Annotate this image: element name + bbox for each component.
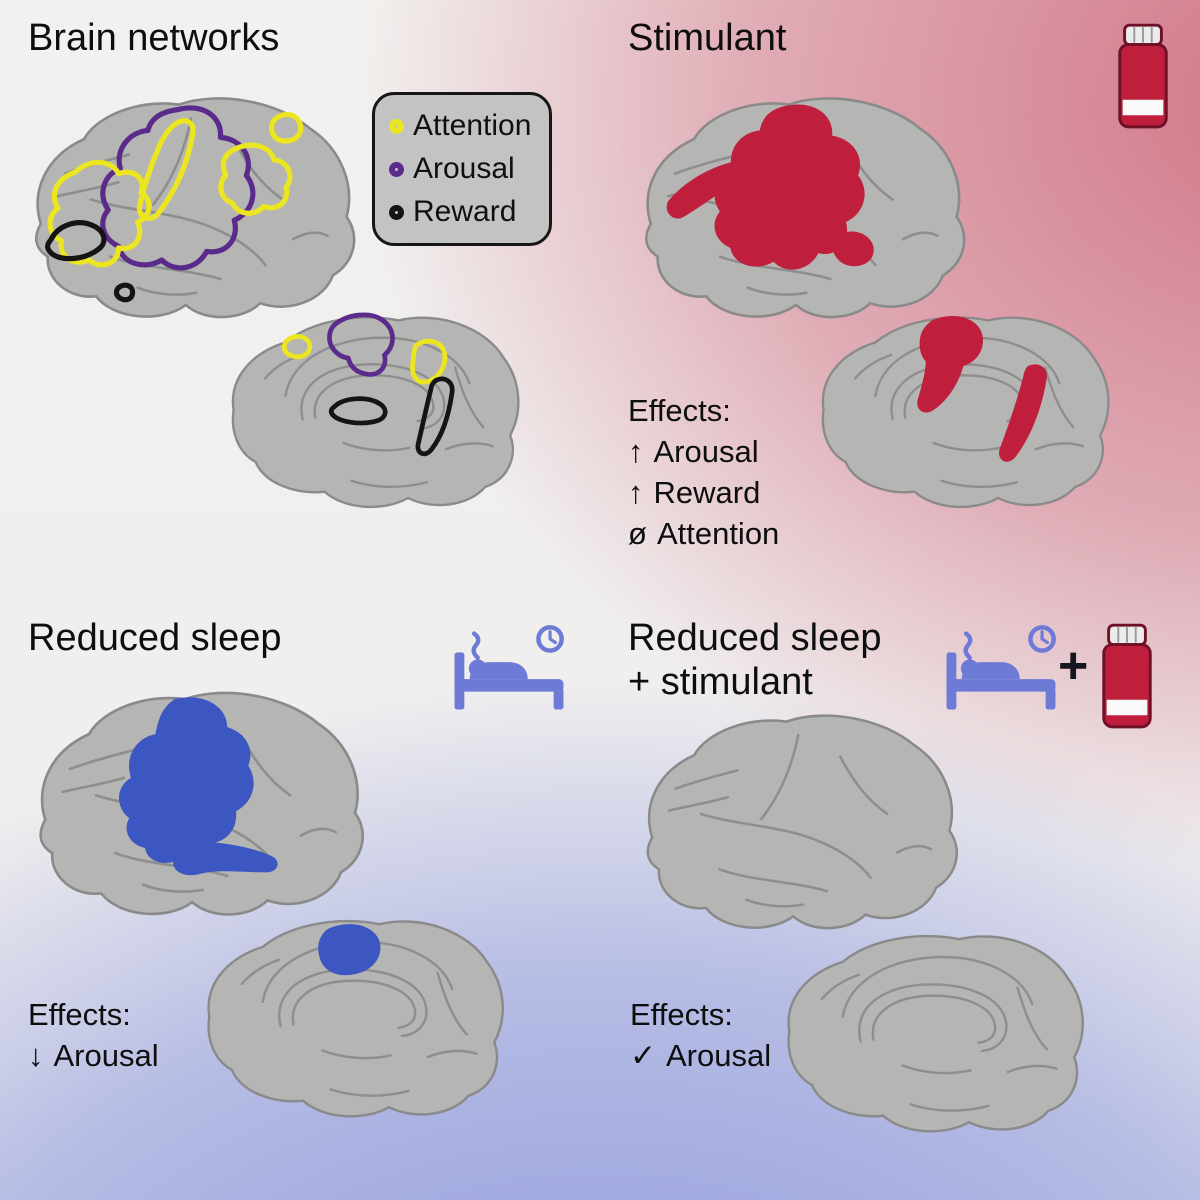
legend-label: Attention (413, 109, 532, 142)
reduced-sleep-region (118, 697, 278, 876)
lateral-brain-networks (34, 97, 356, 319)
effect-symbol: ↑ (628, 434, 644, 469)
plus-icon: + (1058, 637, 1089, 695)
effect-line: ↓ Arousal (28, 1035, 159, 1076)
stimulant-activation-region (666, 161, 746, 219)
effect-label: Attention (656, 516, 780, 551)
reward-network-region (328, 396, 388, 426)
panel-reduced-sleep: Reduced sleep Effects: ↓ Arousal (0, 600, 600, 1200)
effect-line: ø Attention (628, 513, 779, 554)
reward-ring-icon (389, 204, 404, 220)
title-line-2: + stimulant (628, 661, 813, 703)
medial-brain-combined (787, 934, 1084, 1133)
medial-brain-stimulant (821, 316, 1110, 509)
panel-brain-networks: Brain networks Attention (0, 0, 600, 600)
effect-line: ↑ Reward (628, 472, 779, 513)
effect-symbol: ✓ (630, 1038, 656, 1073)
lateral-brain-reduced-sleep (39, 691, 365, 916)
stimulant-activation-region (999, 364, 1047, 462)
legend-item-arousal: Arousal (389, 152, 531, 186)
panel-reduced-sleep-stimulant: Reduced sleep + stimulant + Effects: ✓ A… (600, 600, 1200, 1200)
panel-stimulant: Stimulant Effects: ↑ Arousal ↑ Reward (600, 0, 1200, 600)
pill-bottle-icon (1118, 23, 1168, 129)
reward-network-region (45, 220, 107, 262)
effects-block-stimulant: Effects: ↑ Arousal ↑ Reward ø Attention (628, 390, 779, 554)
bed-clock-icon (450, 622, 568, 722)
effect-label: Arousal (653, 434, 759, 469)
effect-line: ✓ Arousal (630, 1035, 771, 1076)
attention-network-region (136, 118, 196, 221)
reward-network-region (415, 376, 455, 457)
page-title-reduced-sleep-stimulant: Reduced sleep + stimulant (628, 616, 882, 704)
title-line-1: Reduced sleep (628, 617, 882, 659)
arousal-ring-icon (389, 161, 404, 177)
medial-brain-networks (231, 312, 520, 509)
stimulant-activation-region (714, 104, 865, 270)
arousal-network-region (100, 105, 256, 271)
effect-symbol: ø (628, 516, 647, 551)
pill-bottle-icon (1102, 623, 1152, 729)
attention-network-region (47, 159, 152, 268)
stimulant-activation-region (917, 316, 983, 413)
effect-label: Arousal (665, 1038, 772, 1073)
effect-symbol: ↑ (628, 475, 644, 510)
network-legend: Attention Arousal Reward (372, 92, 553, 246)
effects-block-reduced-sleep: Effects: ↓ Arousal (28, 994, 159, 1076)
effect-line: ↑ Arousal (628, 431, 779, 472)
attention-ring-icon (389, 118, 404, 134)
legend-item-reward: Reward (389, 195, 531, 229)
page-title-brain-networks: Brain networks (28, 17, 280, 59)
arousal-network-region (327, 312, 395, 377)
effect-symbol: ↓ (28, 1038, 44, 1073)
stimulant-activation-region (832, 231, 874, 267)
legend-item-attention: Attention (389, 109, 531, 143)
page-title-stimulant: Stimulant (628, 17, 787, 59)
brain-base (787, 934, 1084, 1133)
brain-base (646, 714, 959, 930)
brain-base (231, 316, 520, 509)
attention-network-region (281, 334, 313, 360)
effect-label: Arousal (53, 1038, 159, 1073)
attention-network-region (218, 142, 293, 216)
page-title-reduced-sleep: Reduced sleep (28, 617, 282, 659)
attention-network-region (269, 112, 304, 144)
effects-heading: Effects: (628, 393, 731, 428)
legend-label: Arousal (413, 152, 515, 185)
effects-heading: Effects: (630, 997, 733, 1032)
effects-block-combined: Effects: ✓ Arousal (630, 994, 771, 1076)
lateral-brain-stimulant (644, 97, 966, 319)
attention-network-region (410, 338, 448, 385)
medial-brain-reduced-sleep (207, 919, 504, 1118)
legend-label: Reward (413, 195, 517, 228)
reduced-sleep-region (318, 924, 381, 976)
reward-network-region (113, 282, 136, 303)
effects-heading: Effects: (28, 997, 131, 1032)
effect-label: Reward (653, 475, 761, 510)
